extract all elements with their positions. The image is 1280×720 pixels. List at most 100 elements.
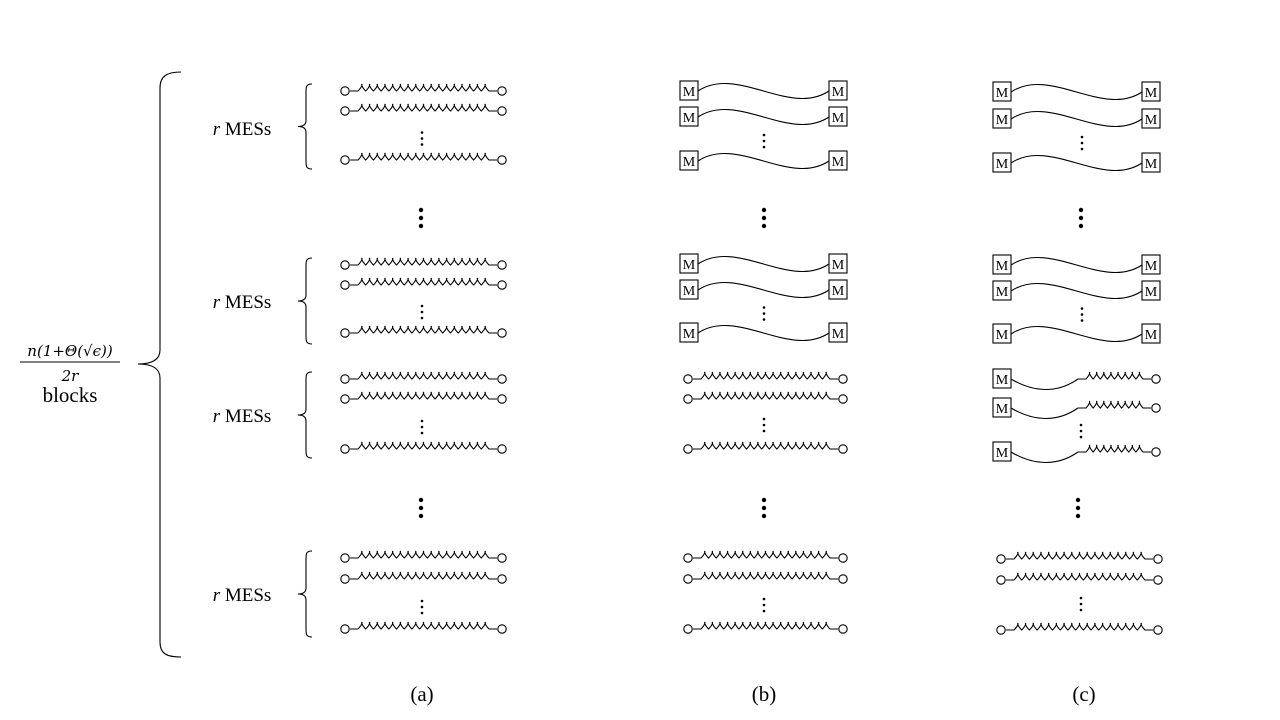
ellipsis-small (420, 599, 424, 603)
qubit-endpoint (683, 574, 693, 584)
ellipsis-small (762, 417, 766, 421)
ellipsis-small (762, 145, 766, 149)
half-wire (1010, 407, 1079, 419)
group-brace (297, 371, 313, 459)
measurement-box (1141, 152, 1161, 173)
blocks-label: blocks (43, 383, 98, 407)
ellipsis-small (762, 603, 766, 607)
qubit-endpoint (838, 374, 848, 384)
measurement-label: M (1145, 113, 1158, 128)
classical-wire (1010, 110, 1143, 128)
classical-wire (1010, 154, 1143, 172)
measurement-label: M (996, 285, 1009, 300)
measurement-box (1141, 108, 1161, 129)
qubit-endpoint (1151, 403, 1161, 413)
ellipsis-small (420, 131, 424, 134)
measurement-label: M (683, 155, 696, 170)
qubit-endpoint (497, 624, 507, 634)
measurement-box (992, 441, 1012, 462)
caption-a: (a) (410, 682, 433, 706)
fraction-denominator: 2r (61, 367, 80, 385)
ellipsis-small (420, 611, 424, 615)
ellipsis-small (762, 609, 766, 613)
measurement-box (1141, 323, 1161, 344)
ellipsis-small (1079, 429, 1083, 433)
measurement-label: M (996, 446, 1009, 461)
classical-wire (1010, 282, 1143, 300)
half-wire (1010, 451, 1079, 463)
measurement-label: M (832, 85, 845, 100)
measurement-box (679, 106, 699, 127)
qubit-endpoint (340, 374, 350, 384)
measurement-label: M (683, 85, 696, 100)
ellipsis-small (420, 137, 424, 140)
qubit-endpoint (996, 554, 1006, 564)
group-label-text: MESs (220, 292, 271, 313)
entangled-pair-coil (350, 371, 497, 380)
caption-b: (b) (752, 682, 777, 706)
ellipsis-small (762, 423, 766, 427)
ellipsis-big (418, 223, 424, 229)
ellipsis-small (1080, 307, 1084, 310)
measurement-label: M (683, 258, 696, 273)
measurement-label: M (832, 327, 845, 342)
ellipsis-big (761, 223, 767, 229)
qubit-endpoint (340, 280, 350, 290)
ellipsis-small (1080, 135, 1084, 139)
qubit-endpoint (1153, 625, 1163, 635)
ellipsis-big (1078, 207, 1084, 213)
qubit-endpoint (1151, 447, 1161, 457)
measurement-box (992, 152, 1012, 173)
entangled-pair-coil (693, 621, 838, 630)
measurement-label: M (996, 373, 1009, 388)
qubit-endpoint (1151, 374, 1161, 384)
measurement-box (992, 280, 1012, 301)
entangled-pair-coil (350, 103, 497, 112)
ellipsis-big (1078, 215, 1084, 221)
measurement-label: M (996, 402, 1009, 417)
entangled-pair-coil (350, 441, 497, 450)
group-brace (297, 83, 313, 170)
qubit-endpoint (1153, 575, 1163, 585)
ellipsis-small (1079, 608, 1083, 612)
ellipsis-big (1075, 505, 1081, 511)
measurement-box (992, 323, 1012, 344)
measurement-box (992, 368, 1012, 389)
measurement-box (1141, 254, 1161, 275)
ellipsis-small (1079, 435, 1083, 439)
ellipsis-big (418, 215, 424, 221)
ellipsis-small (762, 312, 766, 315)
measurement-label: M (832, 258, 845, 273)
ellipsis-small (1079, 596, 1083, 600)
qubit-endpoint (838, 553, 848, 563)
entangled-pair-coil (693, 550, 838, 559)
measurement-label: M (1145, 86, 1158, 101)
measurement-label: M (683, 284, 696, 299)
measurement-box (1141, 280, 1161, 301)
ellipsis-small (762, 306, 766, 309)
classical-wire (1010, 256, 1143, 274)
svg-text:r MESs: r MESs (213, 406, 272, 427)
group-label-var: r (213, 585, 221, 606)
classical-wire (697, 82, 830, 100)
qubit-endpoint (340, 394, 350, 404)
ellipsis-small (420, 425, 424, 429)
measurement-box (992, 254, 1012, 275)
caption-c: (c) (1072, 682, 1095, 706)
qubit-endpoint (838, 574, 848, 584)
qubit-endpoint (497, 280, 507, 290)
ellipsis-big (761, 207, 767, 213)
measurement-box (1141, 81, 1161, 102)
measurement-label: M (1145, 259, 1158, 274)
qubit-endpoint (497, 394, 507, 404)
ellipsis-small (1079, 423, 1083, 427)
qubit-endpoint (497, 260, 507, 270)
entangled-pair-coil (1006, 572, 1153, 581)
qubit-endpoint (996, 575, 1006, 585)
ellipsis-small (420, 304, 424, 308)
ellipsis-small (420, 419, 424, 423)
ellipsis-big (761, 215, 767, 221)
measurement-label: M (996, 157, 1009, 172)
classical-wire (697, 324, 830, 342)
